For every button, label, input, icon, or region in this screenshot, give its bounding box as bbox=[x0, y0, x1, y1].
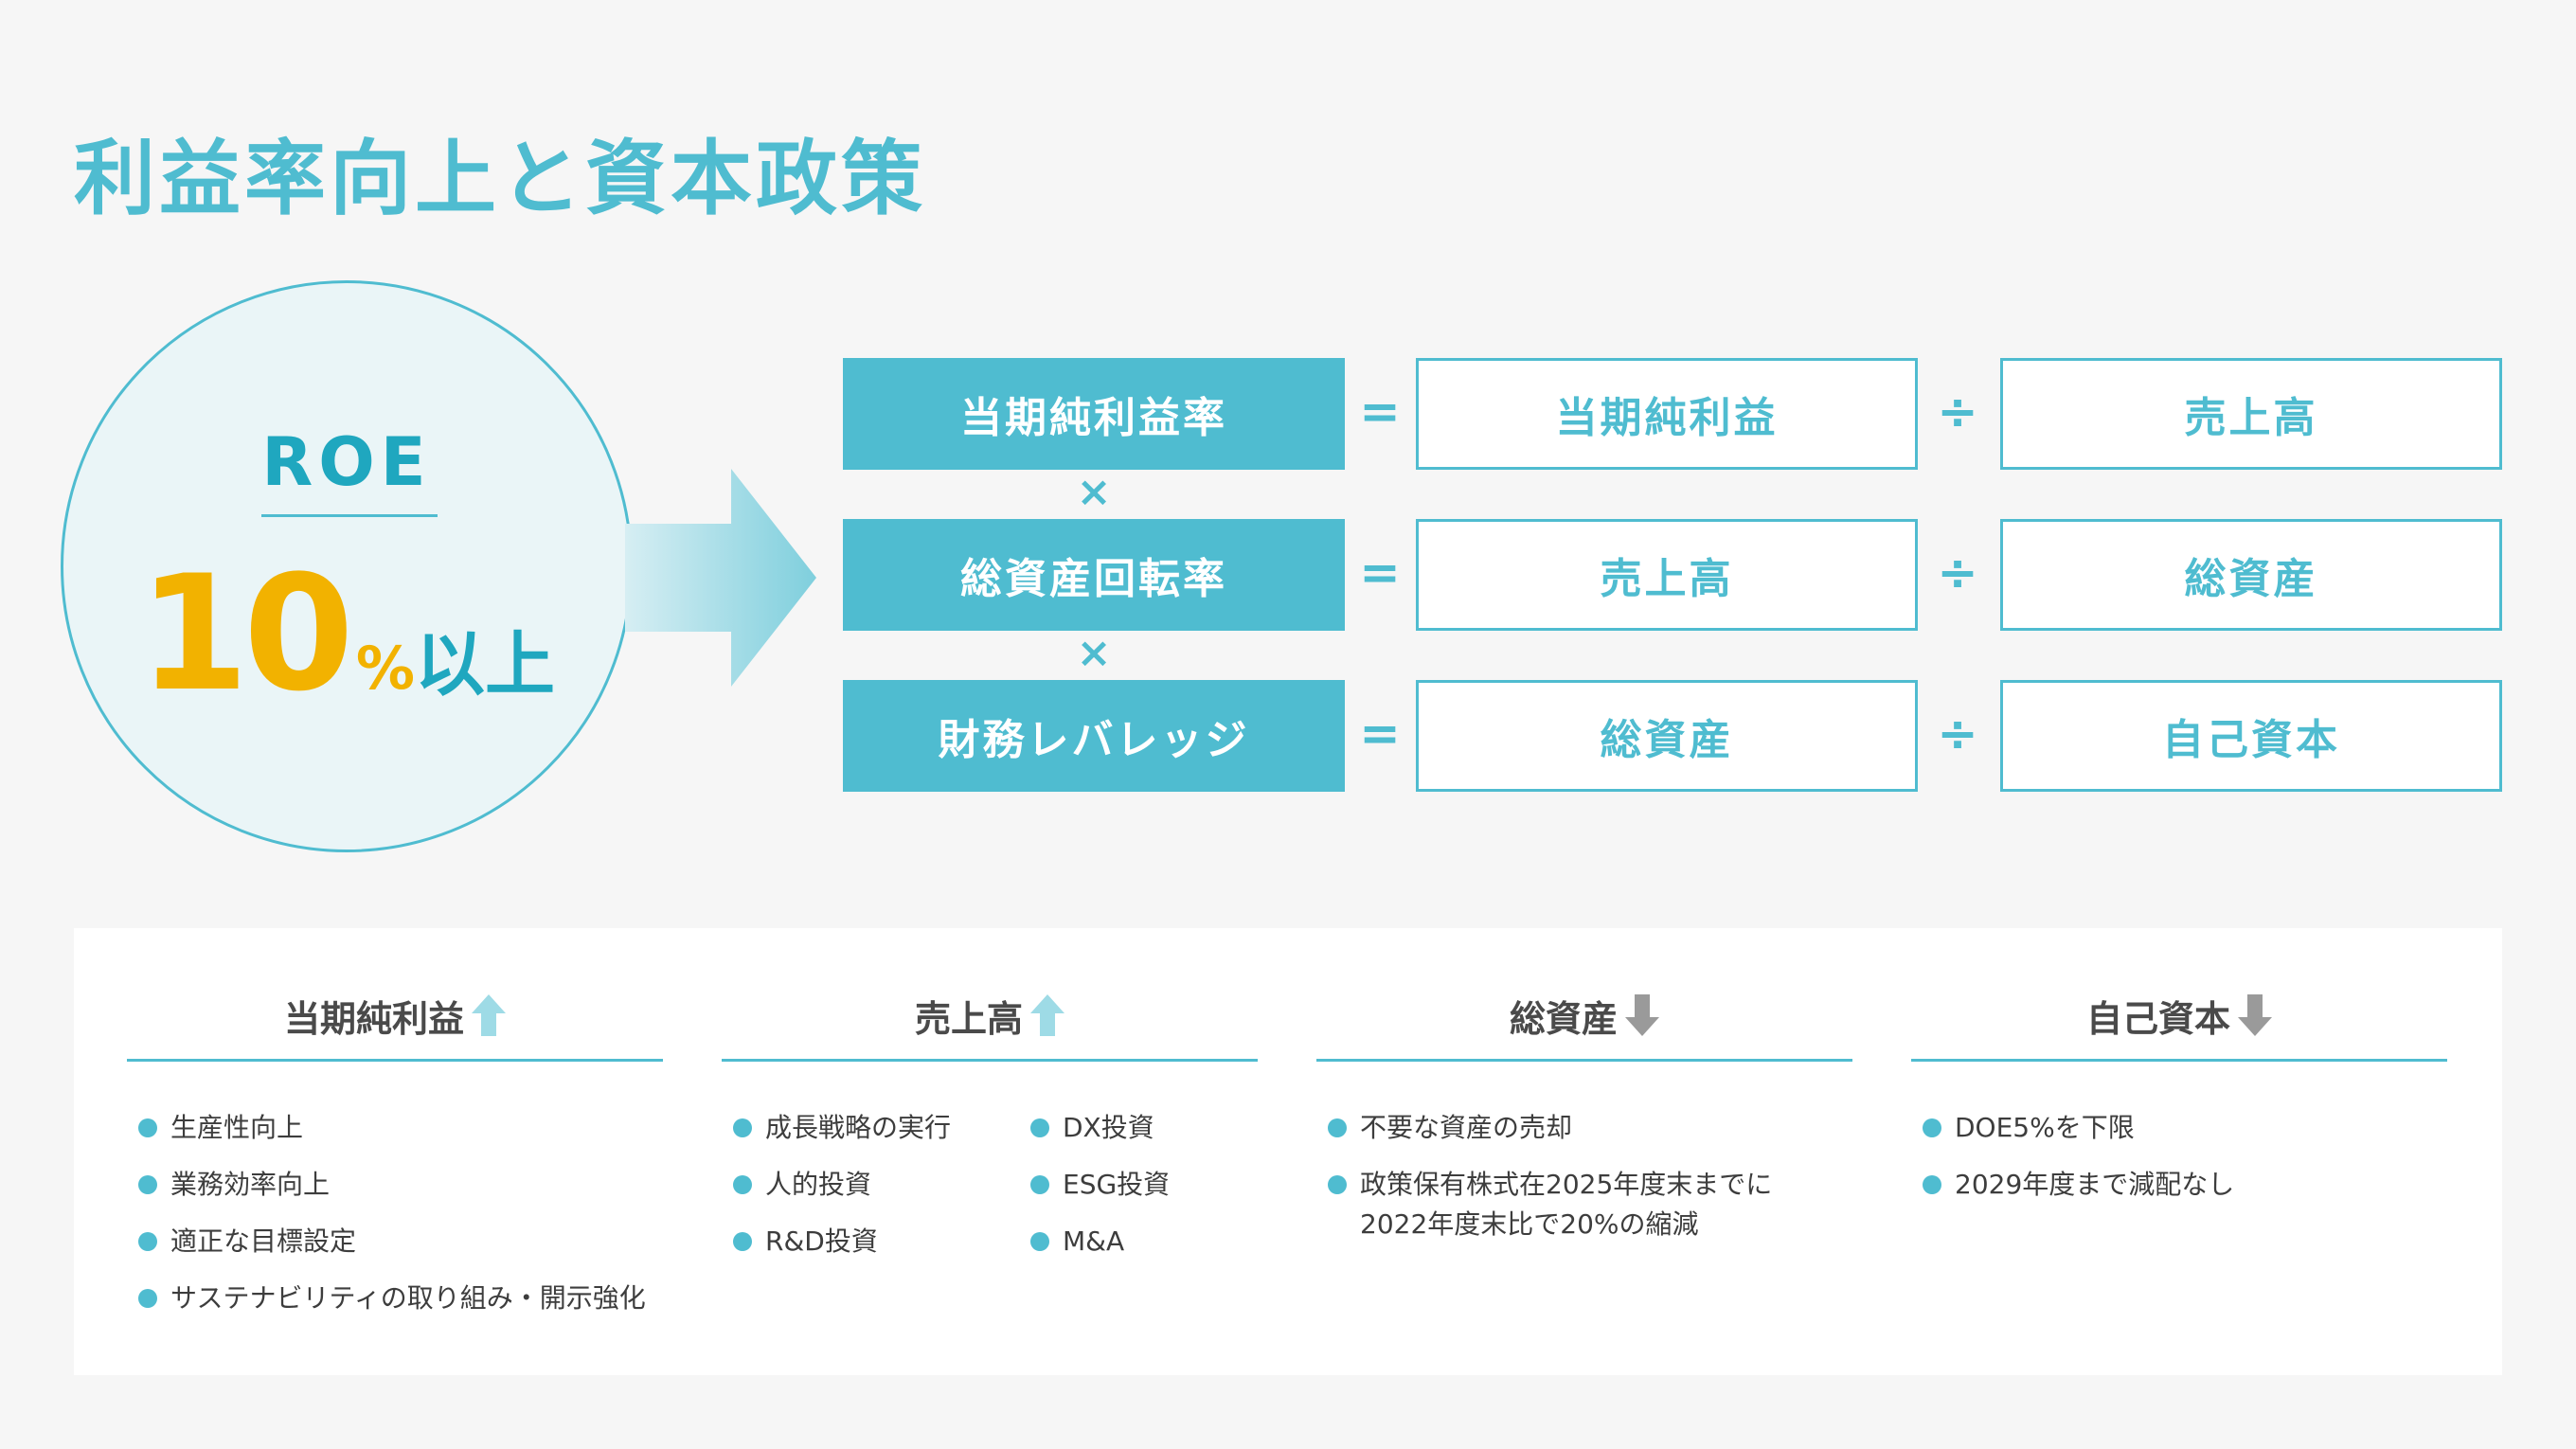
roe-target: 10%以上 bbox=[63, 541, 630, 726]
formula-numerator-sales: 売上高 bbox=[1416, 519, 1918, 631]
list-item: R&D投資 bbox=[733, 1222, 878, 1261]
list-item: 業務効率向上 bbox=[138, 1165, 330, 1205]
list-item: M&A bbox=[1030, 1222, 1124, 1261]
formula-numerator-total-assets: 総資産 bbox=[1416, 680, 1918, 792]
arrow-up-icon bbox=[1030, 994, 1064, 1036]
list-item: 政策保有株式在2025年度末までに bbox=[1328, 1165, 1772, 1205]
multiply-sign: × bbox=[1076, 629, 1112, 677]
column-divider bbox=[1911, 1059, 2447, 1062]
formula-term-asset-turnover: 総資産回転率 bbox=[843, 519, 1345, 631]
divide-sign: ÷ bbox=[1937, 706, 1978, 762]
policy-panel: 当期純利益 生産性向上 業務効率向上 適正な目標設定 サステナビリティの取り組み… bbox=[74, 928, 2502, 1375]
arrow-up-icon bbox=[472, 994, 506, 1036]
roe-underline bbox=[261, 514, 438, 517]
list-item: 適正な目標設定 bbox=[138, 1222, 356, 1261]
arrow-down-icon bbox=[2238, 994, 2272, 1036]
list-item: 生産性向上 bbox=[138, 1108, 303, 1148]
list-item: ESG投資 bbox=[1030, 1165, 1170, 1205]
column-divider bbox=[127, 1059, 663, 1062]
list-item: 成長戦略の実行 bbox=[733, 1108, 951, 1148]
page-title: 利益率向上と資本政策 bbox=[74, 132, 926, 226]
formula-denominator-total-assets: 総資産 bbox=[2000, 519, 2502, 631]
equals-sign: = bbox=[1359, 706, 1401, 762]
formula-numerator-net-income: 当期純利益 bbox=[1416, 358, 1918, 470]
multiply-sign: × bbox=[1076, 468, 1112, 516]
column-header: 自己資本 bbox=[2085, 997, 2230, 1040]
policy-column-equity: 自己資本 DOE5%を下限 2029年度まで減配なし bbox=[1911, 928, 2447, 1200]
column-header: 総資産 bbox=[1509, 997, 1618, 1040]
policy-column-sales: 売上高 成長戦略の実行 人的投資 R&D投資 DX投資 ESG投資 M&A bbox=[722, 928, 1258, 1257]
list-item: 不要な資産の売却 bbox=[1328, 1108, 1572, 1148]
list-item: サステナビリティの取り組み・開示強化 bbox=[138, 1279, 646, 1318]
list-item-continuation: 2022年度末比で20%の縮減 bbox=[1360, 1208, 1699, 1240]
formula-denominator-equity: 自己資本 bbox=[2000, 680, 2502, 792]
column-divider bbox=[722, 1059, 1258, 1062]
formula-term-financial-leverage: 財務レバレッジ bbox=[843, 680, 1345, 792]
list-item: 人的投資 bbox=[733, 1165, 871, 1205]
roe-target-value: 10 bbox=[138, 541, 354, 726]
policy-column-net-income: 当期純利益 生産性向上 業務効率向上 適正な目標設定 サステナビリティの取り組み… bbox=[127, 928, 663, 1314]
roe-target-unit: % bbox=[355, 634, 415, 703]
right-arrow-icon bbox=[625, 469, 816, 687]
column-header: 当期純利益 bbox=[283, 997, 464, 1040]
roe-label: ROE bbox=[261, 423, 432, 501]
column-divider bbox=[1316, 1059, 1852, 1062]
equals-sign: = bbox=[1359, 545, 1401, 601]
formula-denominator-sales: 売上高 bbox=[2000, 358, 2502, 470]
formula-term-net-margin: 当期純利益率 bbox=[843, 358, 1345, 470]
divide-sign: ÷ bbox=[1937, 384, 1978, 440]
column-header: 売上高 bbox=[914, 997, 1023, 1040]
roe-target-suffix: 以上 bbox=[414, 624, 555, 706]
list-item: DOE5%を下限 bbox=[1923, 1108, 2135, 1148]
roe-circle: ROE 10%以上 bbox=[61, 280, 633, 852]
policy-column-total-assets: 総資産 不要な資産の売却 政策保有株式在2025年度末までに 2022年度末比で… bbox=[1316, 928, 1852, 1240]
equals-sign: = bbox=[1359, 384, 1401, 440]
arrow-down-icon bbox=[1625, 994, 1659, 1036]
list-item: 2029年度まで減配なし bbox=[1923, 1165, 2234, 1205]
divide-sign: ÷ bbox=[1937, 545, 1978, 601]
list-item: DX投資 bbox=[1030, 1108, 1154, 1148]
